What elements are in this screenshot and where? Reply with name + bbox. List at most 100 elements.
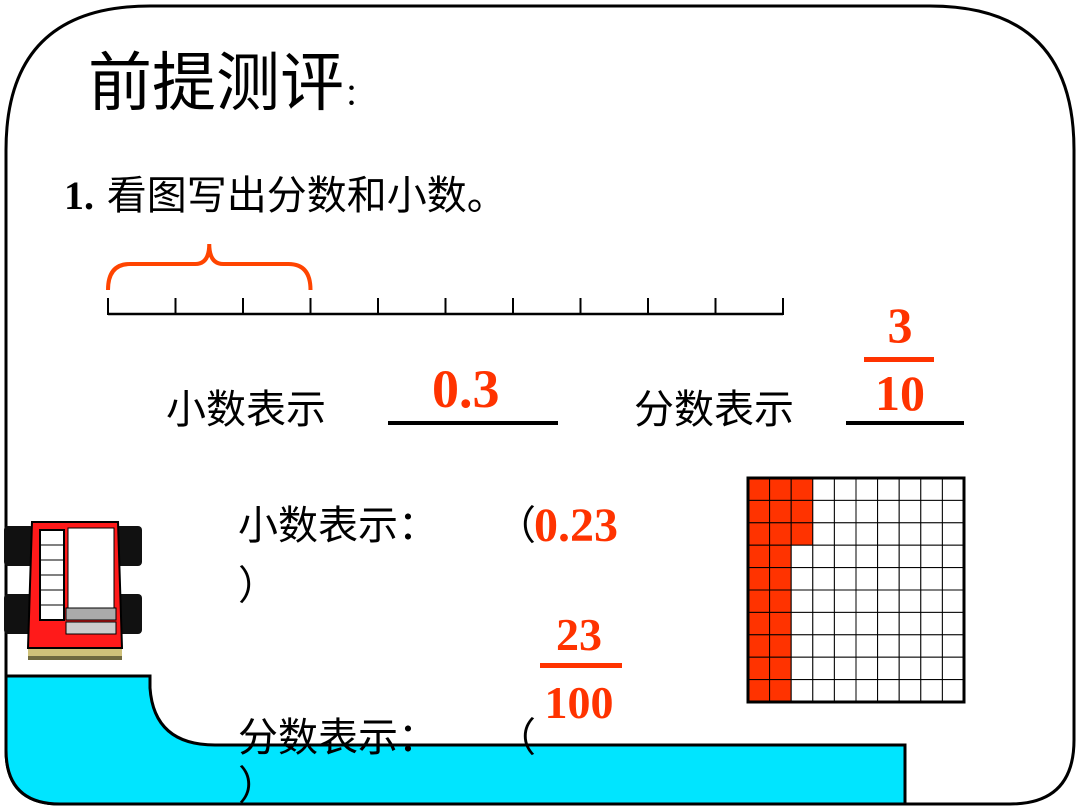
part2-decimal-open-paren: （ <box>496 503 536 549</box>
grid-cell <box>790 656 814 681</box>
grid-cell-shaded <box>769 567 792 591</box>
grid-cell <box>941 567 965 591</box>
grid-cell-shaded <box>747 544 771 569</box>
hundred-grid <box>746 476 966 704</box>
grid-cell <box>812 499 835 524</box>
grid-cell-shaded <box>790 499 814 524</box>
grid-cell <box>877 544 900 569</box>
grid-cell <box>920 544 943 569</box>
part1-fraction-label: 分数表示 <box>634 387 794 433</box>
grid-cell <box>877 567 900 591</box>
grid-cell <box>812 522 835 546</box>
grid-cell-shaded <box>769 499 792 524</box>
part2-fraction-close-paren: ） <box>238 763 278 809</box>
grid-cell <box>855 611 879 636</box>
grid-cell-shaded <box>747 679 771 703</box>
grid-cell <box>812 477 835 501</box>
title-colon: ： <box>344 78 374 113</box>
grid-cell <box>920 656 943 681</box>
part1-fraction-bar <box>864 357 934 362</box>
grid-cell-shaded <box>747 634 771 658</box>
grid-cell <box>855 589 879 613</box>
grid-cell <box>941 499 965 524</box>
grid-cell <box>790 679 814 703</box>
grid-cell <box>855 679 879 703</box>
grid-cell <box>898 522 922 546</box>
grid-cell <box>833 634 857 658</box>
grid-cell-shaded <box>747 589 771 613</box>
grid-cell-shaded <box>747 567 771 591</box>
grid-cell <box>941 611 965 636</box>
title-text: 前提测评 <box>88 47 344 121</box>
grid-cell <box>898 656 922 681</box>
ruler-diagram <box>106 243 784 316</box>
grid-cell <box>941 544 965 569</box>
grid-cell-shaded <box>769 589 792 613</box>
grid-cell <box>877 477 900 501</box>
grid-cell-shaded <box>769 611 792 636</box>
grid-cell <box>833 611 857 636</box>
grid-cell <box>941 679 965 703</box>
grid-cell <box>898 567 922 591</box>
slide-title: 前提测评： <box>88 52 374 116</box>
grid-cell <box>920 589 943 613</box>
grid-cell-shaded <box>747 656 771 681</box>
road <box>4 674 907 806</box>
grid-cell <box>790 567 814 591</box>
grid-cell <box>920 567 943 591</box>
grid-cell <box>812 567 835 591</box>
question-text: 看图写出分数和小数。 <box>106 173 507 219</box>
grid-cell <box>855 499 879 524</box>
grid-cell <box>898 544 922 569</box>
grid-cell-shaded <box>747 522 771 546</box>
question-1: 1. 看图写出分数和小数。 <box>64 173 507 219</box>
part1-decimal-answer: 0.3 <box>432 359 500 419</box>
part1-decimal-underline <box>388 421 558 425</box>
grid-cell <box>920 477 943 501</box>
grid-cell <box>855 522 879 546</box>
grid-cell <box>833 544 857 569</box>
part1-fraction-denominator: 10 <box>875 365 925 421</box>
grid-cell <box>941 656 965 681</box>
part1-fraction-numerator: 3 <box>887 297 913 353</box>
part2-fraction-denominator: 100 <box>544 677 614 728</box>
grid-cell <box>812 679 835 703</box>
grid-cell <box>941 634 965 658</box>
grid-cell <box>855 567 879 591</box>
grid-cell-shaded <box>769 656 792 681</box>
grid-cell <box>920 522 943 546</box>
grid-cell <box>877 499 900 524</box>
grid-cell <box>898 611 922 636</box>
grid-cell <box>833 656 857 681</box>
ruler-brace <box>106 243 313 291</box>
grid-cell <box>812 656 835 681</box>
grid-cell <box>898 499 922 524</box>
grid-cell <box>855 544 879 569</box>
part2-decimal-close-paren: ） <box>238 563 278 609</box>
grid-cell <box>877 656 900 681</box>
grid-cell <box>790 589 814 613</box>
grid-cell <box>920 499 943 524</box>
grid-cell <box>812 544 835 569</box>
grid-cell <box>833 679 857 703</box>
grid-cell <box>877 634 900 658</box>
grid-cell <box>941 477 965 501</box>
grid-cell <box>790 611 814 636</box>
grid-cell <box>877 611 900 636</box>
grid-cell <box>833 589 857 613</box>
part2-decimal-label: 小数表示： <box>238 503 438 549</box>
grid-cell <box>855 477 879 501</box>
grid-cell-shaded <box>769 679 792 703</box>
grid-cell <box>855 656 879 681</box>
part2-fraction-bar <box>540 663 622 668</box>
part2-fraction-open-paren: （ <box>496 715 536 761</box>
grid-cell <box>898 477 922 501</box>
grid-cell <box>833 567 857 591</box>
grid-cell <box>877 522 900 546</box>
part2-fraction-label: 分数表示： <box>238 715 438 761</box>
grid-cell <box>812 589 835 613</box>
grid-cell <box>877 679 900 703</box>
grid-cell <box>833 499 857 524</box>
grid-cell <box>920 611 943 636</box>
